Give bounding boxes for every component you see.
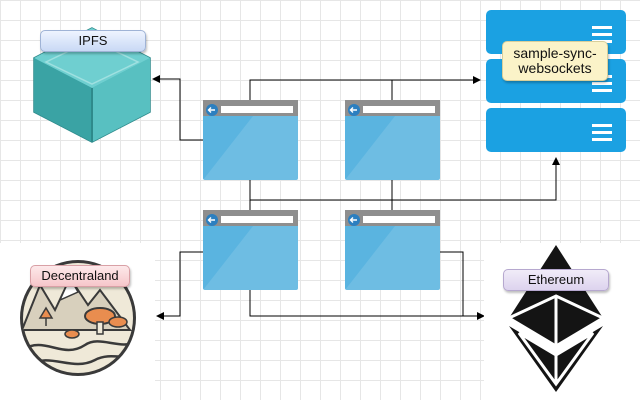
connector-browser3-to-ethereum: [249, 290, 485, 320]
connector-top-row-to-server: [249, 76, 481, 100]
server-label-line-2: websockets: [518, 60, 592, 76]
connector-shared-bus-to-server: [249, 157, 560, 201]
browser-window-4[interactable]: [345, 210, 440, 290]
connectors: [152, 75, 560, 320]
browser-window-3[interactable]: [203, 210, 298, 290]
server-stack-icon[interactable]: [486, 10, 626, 152]
server-label-line-1: sample-sync-: [513, 45, 597, 61]
ethereum-label: Ethereum: [503, 269, 609, 291]
ethereum-diamond-icon[interactable]: [484, 243, 640, 400]
connector-browser1-to-ipfs: [152, 75, 203, 141]
ipfs-label: IPFS: [40, 30, 146, 52]
connector-browser4-to-ethereum: [438, 251, 464, 316]
browser-window-1[interactable]: [203, 100, 298, 180]
decentraland-label: Decentraland: [30, 265, 130, 287]
connector-browser3-to-decentraland: [156, 251, 203, 320]
server-unit-bottom: [486, 108, 626, 152]
server-label: sample-sync- websockets: [502, 41, 608, 81]
browser-window-2[interactable]: [345, 100, 440, 180]
